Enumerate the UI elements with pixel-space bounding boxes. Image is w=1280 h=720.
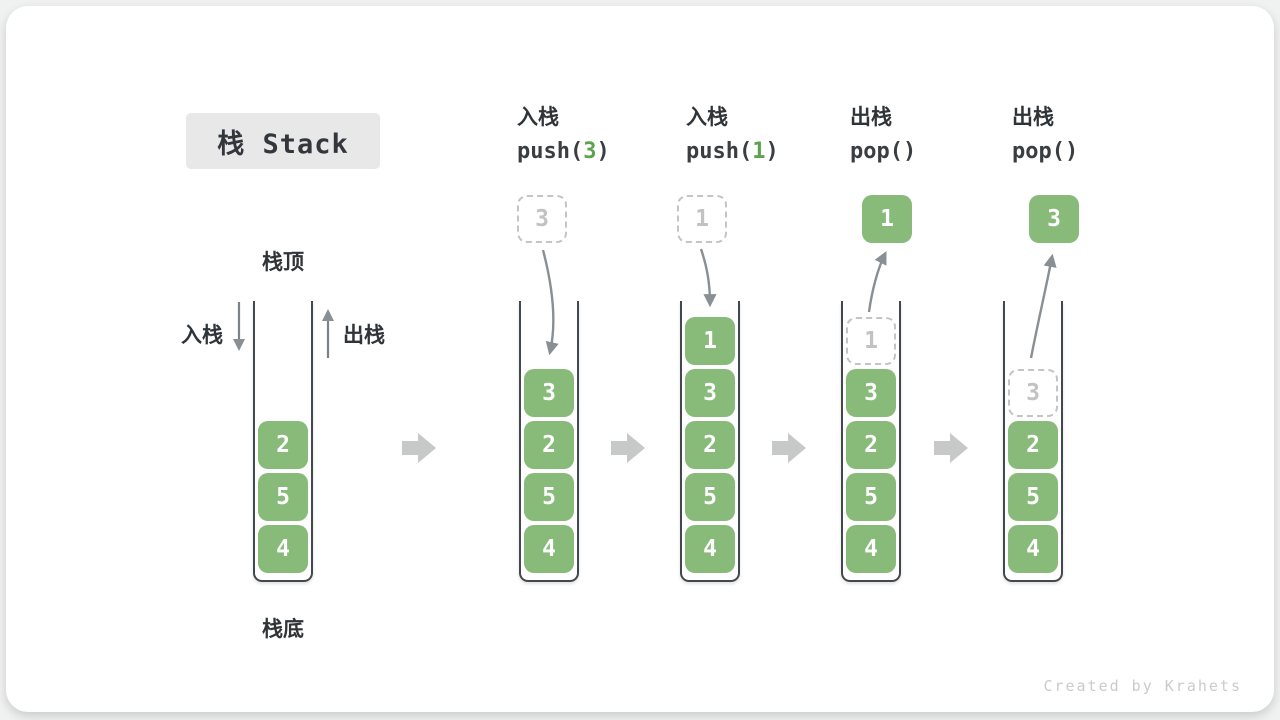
code-label: pop() xyxy=(1012,139,1079,164)
code-label: pop() xyxy=(850,139,917,164)
stack-well-after-pop-1: 1 3 2 5 4 xyxy=(841,301,901,582)
pop-side-label: 出栈 xyxy=(343,324,385,347)
code-label: push(3) xyxy=(517,139,610,164)
popped-element-box: 1 xyxy=(862,195,912,243)
op-label: 出栈 xyxy=(1012,106,1054,129)
stack-cells: 3 2 5 4 xyxy=(521,301,577,580)
stack-bottom-label: 栈底 xyxy=(262,618,304,641)
step-header-push-3: 入栈 push(3) xyxy=(517,107,610,163)
watermark: Created by Krahets xyxy=(1043,677,1242,695)
stack-cell: 3 xyxy=(846,369,896,417)
stack-cell: 5 xyxy=(258,473,308,521)
stack-cells: 1 3 2 5 4 xyxy=(843,301,899,580)
stack-cell: 2 xyxy=(258,421,308,469)
step-header-push-1: 入栈 push(1) xyxy=(686,107,779,163)
op-label: 入栈 xyxy=(686,106,728,129)
stack-cell: 4 xyxy=(1008,525,1058,573)
title-badge: 栈 Stack xyxy=(186,113,380,169)
op-label: 出栈 xyxy=(850,106,892,129)
stack-cells: 2 5 4 xyxy=(255,301,311,580)
stack-cells: 3 2 5 4 xyxy=(1005,301,1061,580)
stack-cell: 5 xyxy=(846,473,896,521)
code-arg: 3 xyxy=(583,139,597,164)
push-side-label: 入栈 xyxy=(181,324,223,347)
stack-cell: 2 xyxy=(685,421,735,469)
step-header-pop-3: 出栈 pop() xyxy=(1012,107,1078,163)
stack-cell: 4 xyxy=(685,525,735,573)
op-label: 入栈 xyxy=(517,106,559,129)
stack-cell: 5 xyxy=(1008,473,1058,521)
stack-cell: 2 xyxy=(846,421,896,469)
stack-well-after-push-1: 1 3 2 5 4 xyxy=(680,301,740,582)
stack-cell: 4 xyxy=(846,525,896,573)
stack-cell: 4 xyxy=(524,525,574,573)
stack-cell-ghost: 3 xyxy=(1008,369,1058,417)
code-arg: 1 xyxy=(752,139,766,164)
stack-cell: 4 xyxy=(258,525,308,573)
code-label: push(1) xyxy=(686,139,779,164)
incoming-element-box: 1 xyxy=(677,195,727,243)
stack-cell: 1 xyxy=(685,317,735,365)
popped-element-box: 3 xyxy=(1029,195,1079,243)
stack-cell-ghost: 1 xyxy=(846,317,896,365)
stack-cell: 3 xyxy=(685,369,735,417)
stack-cells: 1 3 2 5 4 xyxy=(682,301,738,580)
stack-well-after-pop-3: 3 2 5 4 xyxy=(1003,301,1063,582)
stack-cell: 5 xyxy=(685,473,735,521)
stack-well-initial: 2 5 4 xyxy=(253,301,313,582)
stack-cell: 2 xyxy=(1008,421,1058,469)
diagram-card xyxy=(6,6,1274,712)
stack-cell: 3 xyxy=(524,369,574,417)
stack-well-after-push-3: 3 2 5 4 xyxy=(519,301,579,582)
stack-cell: 5 xyxy=(524,473,574,521)
stack-top-label: 栈顶 xyxy=(262,251,304,274)
incoming-element-box: 3 xyxy=(517,195,567,243)
step-header-pop-1: 出栈 pop() xyxy=(850,107,916,163)
stack-cell: 2 xyxy=(524,421,574,469)
